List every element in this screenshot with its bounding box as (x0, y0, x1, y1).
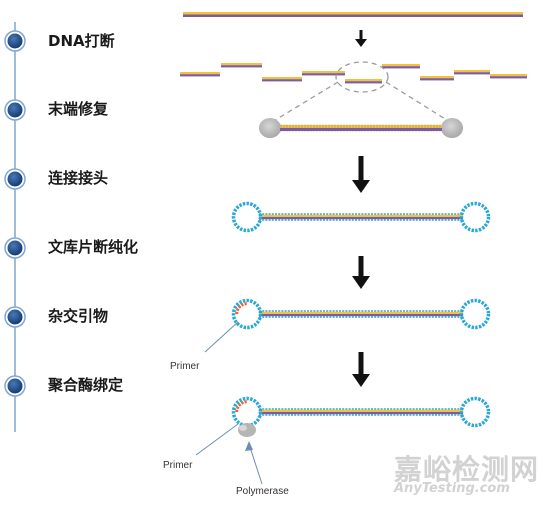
polymerase-blob (238, 423, 256, 437)
timeline-dot (4, 237, 26, 259)
dna-fragment (345, 79, 382, 84)
watermark-url: AnyTesting.com (394, 481, 510, 496)
primer-label: Primer (170, 361, 200, 372)
primer-pointer (204, 321, 239, 353)
watermark-text: 嘉峪检测网 (394, 453, 540, 486)
timeline-dot (4, 375, 26, 397)
down-arrow (352, 156, 370, 193)
timeline-dot (4, 306, 26, 328)
polymerase-label: Polymerase (236, 486, 289, 497)
dna-fragment (490, 74, 527, 79)
smrtbell-primer-hybridized (231, 298, 491, 330)
end-repaired-fragment (259, 118, 463, 138)
step-label-dna-shearing: DNA打断 (48, 32, 115, 50)
smrtbell-adapter-ligated (231, 201, 491, 233)
step-label-library-purification: 文库片断纯化 (48, 238, 139, 256)
down-arrow (355, 30, 367, 47)
down-arrow (352, 352, 370, 387)
zoom-indicator (271, 61, 451, 123)
step-label-end-repair: 末端修复 (48, 100, 109, 118)
down-arrow (352, 256, 370, 289)
primer-pointer (195, 423, 239, 456)
dna-fragment (382, 64, 420, 69)
dna-fragment (454, 70, 490, 75)
dna-fragment (221, 63, 262, 68)
dna-fragment (302, 71, 345, 76)
step-label-primer-annealing: 杂交引物 (48, 307, 109, 325)
dna-fragments (180, 63, 527, 84)
dna-fragment (262, 77, 302, 82)
step-label-polymerase-binding: 聚合酶绑定 (48, 376, 124, 394)
timeline-dot (4, 99, 26, 121)
dna-fragment (180, 72, 220, 77)
primer-label: Primer (163, 460, 193, 471)
timeline-dot (4, 30, 26, 52)
step-label-adapter-ligation: 连接接头 (48, 169, 109, 187)
smrtbell-polymerase-bound (231, 396, 491, 428)
timeline-dot (4, 168, 26, 190)
polymerase-pointer (245, 441, 263, 485)
dna-long-strand (183, 12, 523, 17)
dna-fragment (420, 76, 454, 81)
